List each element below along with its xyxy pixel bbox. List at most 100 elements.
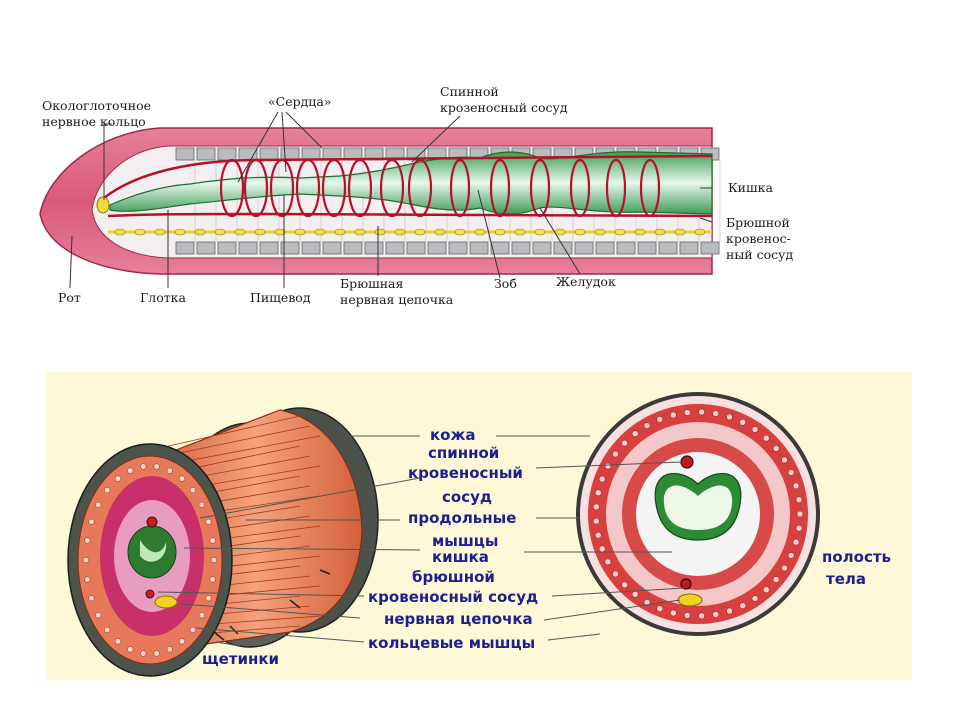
ring-cell xyxy=(739,419,746,426)
septum-bottom xyxy=(196,241,216,255)
label-gizzard: Желудок xyxy=(556,274,616,289)
ring-cell xyxy=(781,564,788,572)
face-cell xyxy=(88,518,95,525)
heart-loop xyxy=(407,158,433,218)
label-hearts: «Сердца» xyxy=(268,94,331,109)
ganglion xyxy=(634,228,646,236)
ring-cell xyxy=(781,456,788,464)
heart-loop xyxy=(347,158,373,218)
septum-bottom xyxy=(616,241,636,255)
ring-cell xyxy=(604,558,612,566)
face-cell xyxy=(210,556,218,564)
label-dorsal-line1: спинной xyxy=(428,444,499,462)
label-esophagus: Пищевод xyxy=(250,290,311,305)
ganglion xyxy=(274,228,286,236)
ring-cell xyxy=(594,489,602,497)
ring-cell xyxy=(621,439,628,447)
heart-loop xyxy=(321,158,347,218)
septum-bottom xyxy=(658,241,678,255)
face-cell xyxy=(114,638,122,645)
ganglion xyxy=(494,228,506,236)
ring-cell xyxy=(684,409,691,416)
label-cavity-line2: тела xyxy=(826,570,866,588)
ganglion xyxy=(674,228,686,236)
septum-bottom xyxy=(448,241,468,255)
septum-top xyxy=(196,147,216,161)
section-intestine-lumen xyxy=(663,485,733,530)
face-cell xyxy=(84,537,91,544)
face-cell xyxy=(166,646,173,653)
ring-cell xyxy=(604,462,612,470)
face-cell xyxy=(205,595,212,602)
septum-top xyxy=(280,147,300,161)
ring-cell xyxy=(643,422,651,429)
septum-bottom xyxy=(469,241,489,255)
face-cell xyxy=(209,576,216,583)
ganglion xyxy=(474,228,486,236)
ganglion xyxy=(134,228,146,236)
face-cell xyxy=(95,501,102,508)
septum-bottom xyxy=(280,241,300,255)
label-ventral-vessel-line2: кровенос- xyxy=(726,231,791,246)
label-skin: кожа xyxy=(430,426,476,444)
heart-loop xyxy=(269,158,295,218)
septum-top xyxy=(259,147,279,161)
label-circular-muscle: кольцевые мышцы xyxy=(368,634,535,652)
label-ventral-line1: брюшной xyxy=(412,568,495,586)
ganglion xyxy=(594,228,606,236)
ring-cell xyxy=(751,426,759,433)
section-nerve-cord xyxy=(677,593,703,607)
nerve-ring xyxy=(96,196,110,214)
ganglion xyxy=(194,228,206,236)
label-dorsal-vessel-line1: Спинной xyxy=(440,84,499,99)
septum-bottom xyxy=(301,241,321,255)
ganglion xyxy=(394,228,406,236)
front-face-dorsal-vessel xyxy=(146,516,158,528)
muscle-stripe xyxy=(159,415,301,449)
heart-loop xyxy=(449,158,471,218)
septum-bottom xyxy=(259,241,279,255)
septum-bottom xyxy=(175,241,195,255)
face-cell xyxy=(114,475,122,482)
ganglion xyxy=(614,228,626,236)
ring-cell xyxy=(712,611,719,618)
label-mouth: Рот xyxy=(58,290,81,305)
ring-cell xyxy=(751,595,759,602)
septum-bottom xyxy=(511,241,531,255)
ganglion xyxy=(154,228,166,236)
face-cell xyxy=(140,463,147,470)
label-pharynx: Глотка xyxy=(140,290,186,305)
heart-loop xyxy=(569,158,591,218)
septum-bottom xyxy=(679,241,699,255)
ganglion xyxy=(334,228,346,236)
front-face-typhlosole xyxy=(140,540,167,562)
heart-loop xyxy=(605,158,627,218)
label-dorsal-line3: сосуд xyxy=(442,488,492,506)
label-nerve-cord-line2: нервная цепочка xyxy=(340,292,454,307)
ganglion xyxy=(114,228,126,236)
label-ventral-vessel-line1: Брюшной xyxy=(726,215,790,230)
face-cell xyxy=(153,463,160,470)
face-cell xyxy=(198,501,205,508)
ring-cell xyxy=(726,607,733,615)
label-dorsal-vessel-line2: крозеносный сосуд xyxy=(440,100,568,115)
ring-cell xyxy=(772,576,780,583)
heart-loop xyxy=(379,158,405,218)
face-cell xyxy=(104,626,111,633)
muscle-stripe xyxy=(159,425,311,458)
heart-loop xyxy=(295,158,321,218)
ganglion xyxy=(694,228,706,236)
face-cell xyxy=(153,650,160,657)
hearts xyxy=(219,158,661,218)
ring-cell xyxy=(698,408,705,416)
label-longitudinal-line1: продольные xyxy=(408,509,516,527)
ring-cell xyxy=(594,531,602,539)
label-nerve-cord-bottom: нервная цепочка xyxy=(384,610,533,628)
ring-cell xyxy=(631,430,639,437)
front-face-cells xyxy=(82,463,218,657)
septum-bottom xyxy=(217,241,237,255)
label-nerve-ring-line1: Окологлоточное xyxy=(42,98,151,113)
face-cell xyxy=(209,537,216,544)
ring-cell xyxy=(621,581,628,589)
ring-cell xyxy=(772,445,780,452)
